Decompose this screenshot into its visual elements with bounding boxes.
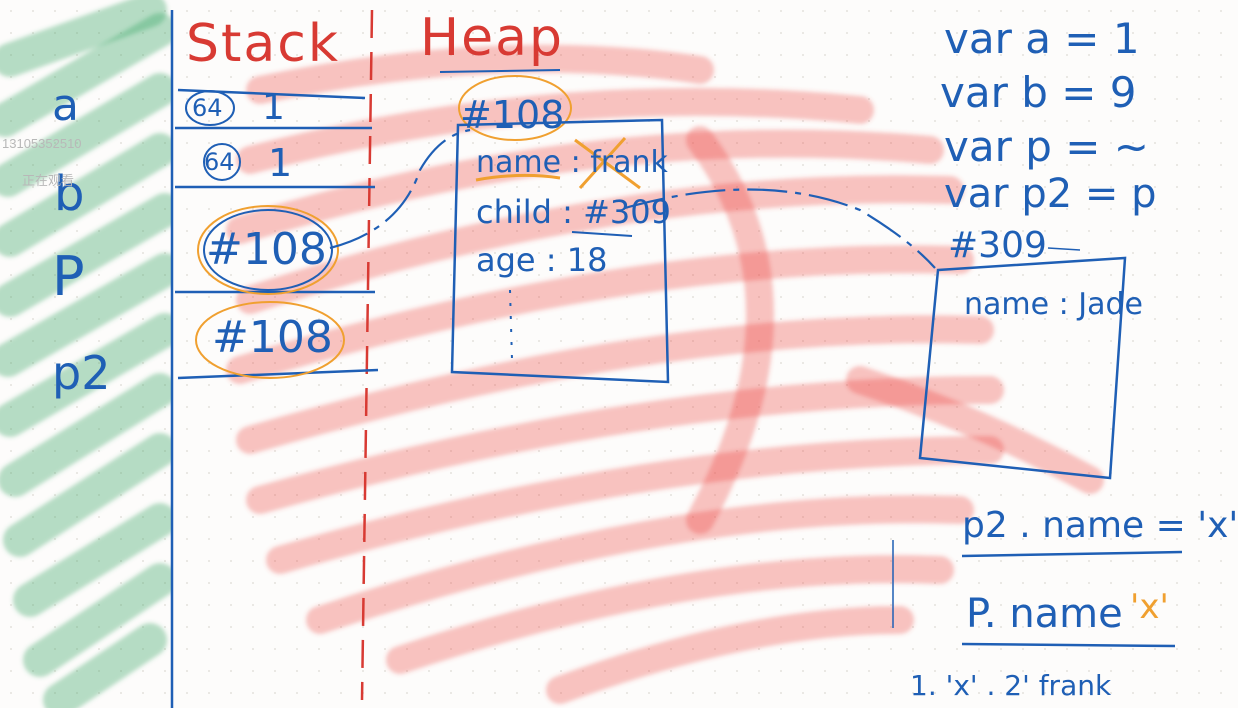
stack-cell-p-value: #108 <box>206 224 327 275</box>
child-value-underline <box>571 231 633 237</box>
stack-title: Stack <box>186 14 340 74</box>
stack-marker-circles <box>185 90 333 291</box>
note-options: 1. 'x' . 2' frank <box>910 669 1112 702</box>
heap-object-108-address: #108 <box>460 93 565 137</box>
stack-cell-b-value: 1 <box>268 141 293 185</box>
stack-heap-divider <box>360 9 374 701</box>
code-line-2: var b = 9 <box>940 68 1137 117</box>
var-label-p2: p2 <box>52 346 111 400</box>
heap-object-108-field-child: child : #309 <box>476 193 671 231</box>
note-question: P. name <box>966 591 1123 637</box>
stack-cell-p2-value: #108 <box>212 312 333 363</box>
heap-object-108-field-age: age : 18 <box>476 241 608 279</box>
heap-object-309-field-name: name : Jade <box>964 287 1143 322</box>
code-line-3: var p = ~ <box>944 122 1149 171</box>
stack-cell-a-value: 1 <box>262 87 285 128</box>
whiteboard-canvas <box>0 0 1183 708</box>
note-assignment: p2 . name = 'x' <box>962 505 1238 546</box>
heap-object-108-field-name: name : frank <box>476 145 668 180</box>
heap-object-309-box <box>918 256 1127 480</box>
heap-title-underline <box>439 69 561 73</box>
heap-title: Heap <box>420 8 564 68</box>
stack-cell-b-marker: 64 <box>204 148 235 176</box>
green-highlight-scribble <box>0 0 182 708</box>
code-line-1: var a = 1 <box>944 14 1140 63</box>
var-label-b: b <box>54 166 85 222</box>
notes-underlines <box>892 247 1183 648</box>
code-line-4: var p2 = p <box>944 171 1157 217</box>
reference-line-p-to-108 <box>329 128 471 250</box>
red-highlight-scribble <box>226 44 1104 704</box>
var-label-a: a <box>52 80 79 131</box>
watermark-id: 13105352510 <box>2 136 82 151</box>
note-question-answer: 'x' <box>1130 587 1169 627</box>
reference-line-child-to-309 <box>624 188 936 269</box>
watermark-status: 正在观看 <box>22 173 75 188</box>
name-field-highlight <box>475 136 641 190</box>
heap-object-108-box <box>450 118 670 384</box>
stack-highlight-circles <box>195 75 572 379</box>
var-label-p: P <box>52 245 85 308</box>
stack-cell-a-marker: 64 <box>192 94 223 122</box>
heap-object-309-address: #309 <box>948 225 1047 266</box>
